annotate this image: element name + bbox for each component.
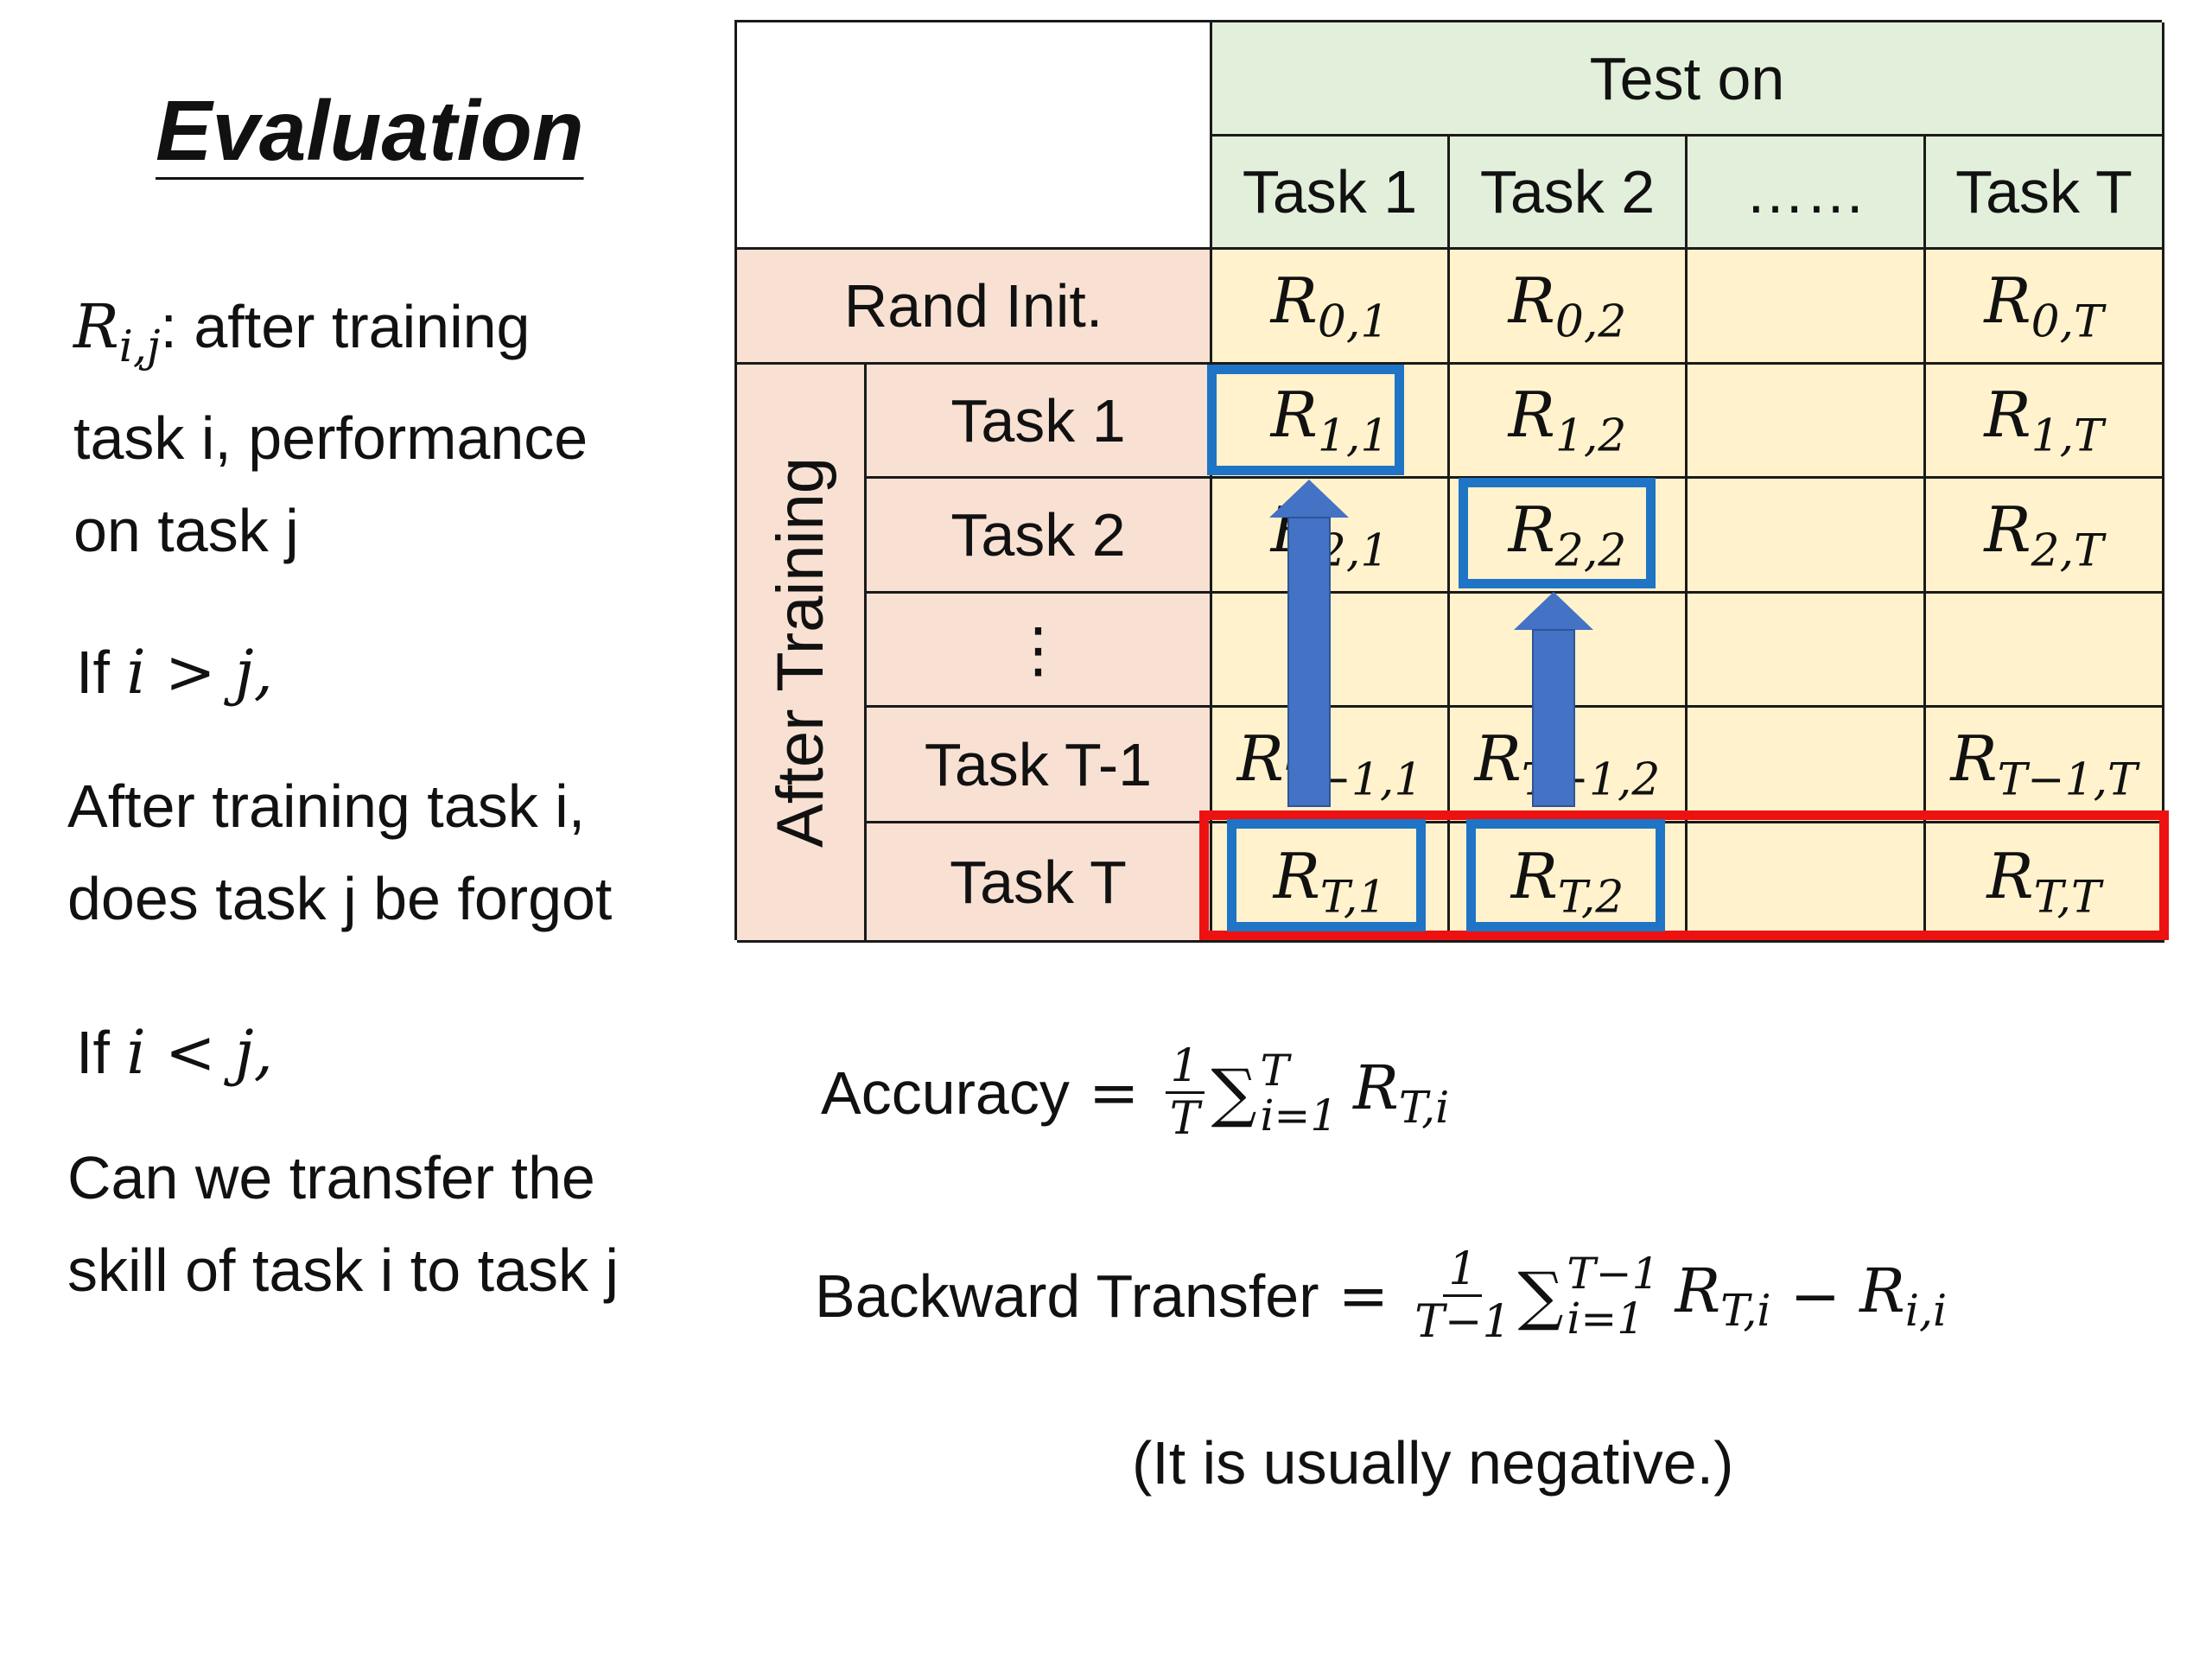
final-row-highlight bbox=[1199, 810, 2169, 940]
row-header-3: ⋮ bbox=[867, 594, 1212, 708]
value-cell-2-3 bbox=[1688, 479, 1926, 594]
rand-init-value-4: R0,T bbox=[1926, 250, 2164, 365]
case1-condition: If i > j, bbox=[76, 637, 273, 708]
value-cell-4-3 bbox=[1688, 708, 1926, 823]
rT2-highlight bbox=[1466, 819, 1665, 931]
case2-text: Can we transfer the skill of task i to t… bbox=[67, 1144, 619, 1304]
case1-text: After training task i, does task j be fo… bbox=[67, 772, 613, 932]
column-header-1: Task 1 bbox=[1212, 137, 1450, 250]
rT1-highlight bbox=[1227, 819, 1426, 931]
value-cell-3-4 bbox=[1926, 594, 2164, 708]
arrow-up-head-1 bbox=[1269, 480, 1349, 518]
value-cell-4-1: RT−1,1 bbox=[1212, 708, 1450, 823]
table-corner bbox=[737, 22, 1212, 250]
column-header-3: …… bbox=[1688, 137, 1926, 250]
column-header-4: Task T bbox=[1926, 137, 2164, 250]
case2-condition: If i < j, bbox=[76, 1017, 273, 1088]
value-cell-5-4: RT,T bbox=[1926, 823, 2164, 943]
value-cell-3-3 bbox=[1688, 594, 1926, 708]
column-header-2: Task 2 bbox=[1450, 137, 1688, 250]
row-header-2: Task 2 bbox=[867, 479, 1212, 594]
rand-init-value-1: R0,1 bbox=[1212, 250, 1450, 365]
value-cell-4-4: RT−1,T bbox=[1926, 708, 2164, 823]
arrow-up-shaft-1 bbox=[1287, 517, 1331, 807]
value-cell-1-1: R1,1 bbox=[1212, 365, 1450, 479]
row-header-5: Task T bbox=[867, 823, 1212, 943]
arrow-up-head-2 bbox=[1514, 592, 1593, 630]
value-cell-1-4: R1,T bbox=[1926, 365, 2164, 479]
value-cell-2-4: R2,T bbox=[1926, 479, 2164, 594]
def-symbol: Ri,j bbox=[73, 291, 161, 372]
row-header-4: Task T-1 bbox=[867, 708, 1212, 823]
rand-init-value-2: R0,2 bbox=[1450, 250, 1688, 365]
arrow-up-shaft-2 bbox=[1532, 629, 1575, 807]
definition-text: Ri,j: after training task i, performance… bbox=[73, 291, 588, 565]
value-cell-5-3 bbox=[1688, 823, 1926, 943]
r11-highlight bbox=[1207, 365, 1404, 475]
value-cell-1-2: R1,2 bbox=[1450, 365, 1688, 479]
value-cell-1-3 bbox=[1688, 365, 1926, 479]
test-on-header: Test on bbox=[1212, 22, 2164, 137]
row-header-1: Task 1 bbox=[867, 365, 1212, 479]
rand-init-value-3 bbox=[1688, 250, 1926, 365]
r22-highlight bbox=[1459, 478, 1656, 588]
after-training-label: After Training bbox=[737, 365, 867, 943]
value-cell-3-1 bbox=[1212, 594, 1450, 708]
negative-note: (It is usually negative.) bbox=[1132, 1429, 1734, 1497]
rand-init-label: Rand Init. bbox=[737, 250, 1212, 365]
slide-title: Evaluation bbox=[156, 83, 584, 178]
